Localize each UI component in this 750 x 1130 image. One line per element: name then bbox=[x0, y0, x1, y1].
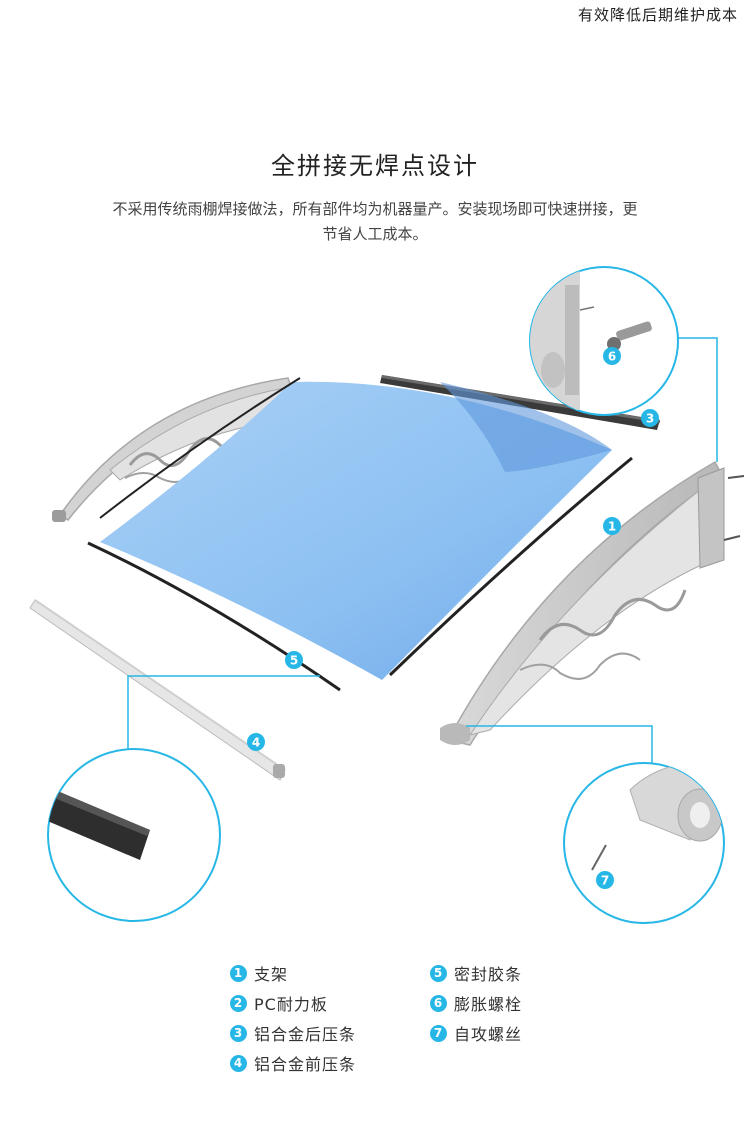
svg-text:6: 6 bbox=[608, 350, 616, 364]
legend-label: 支架 bbox=[254, 965, 289, 984]
legend-item-seal-strip: 5 密封胶条 bbox=[430, 961, 522, 985]
legend-badge: 2 bbox=[230, 994, 247, 1012]
zoom-circle-self-tapping-screw bbox=[563, 762, 725, 924]
legend-label: 密封胶条 bbox=[454, 965, 523, 984]
legend-item-bracket: 1 支架 bbox=[230, 961, 288, 985]
legend-item-self-tapping-screw: 7 自攻螺丝 bbox=[430, 1021, 522, 1045]
zoom-circle-front-rail bbox=[47, 748, 221, 922]
legend-label: 铝合金后压条 bbox=[254, 1025, 357, 1044]
zoom-circle-expansion-bolt bbox=[529, 266, 679, 416]
legend-badge: 7 bbox=[430, 1024, 447, 1042]
legend-badge: 6 bbox=[430, 994, 447, 1012]
right-bracket bbox=[440, 460, 745, 746]
legend-item-back-rail: 3 铝合金后压条 bbox=[230, 1021, 356, 1045]
legend-label: 膨胀螺栓 bbox=[454, 995, 523, 1014]
legend-badge: 4 bbox=[230, 1054, 247, 1072]
svg-text:4: 4 bbox=[252, 736, 260, 750]
legend-label: 铝合金前压条 bbox=[254, 1055, 357, 1074]
front-rail bbox=[29, 599, 286, 781]
legend-item-expansion-bolt: 6 膨胀螺栓 bbox=[430, 991, 522, 1015]
callout-badge-6: 6 bbox=[603, 347, 621, 365]
seal-strips bbox=[87, 377, 633, 692]
legend-badge: 1 bbox=[230, 964, 247, 982]
legend-item-front-rail: 4 铝合金前压条 bbox=[230, 1051, 356, 1075]
svg-text:1: 1 bbox=[608, 520, 616, 534]
callout-badge-5: 5 bbox=[285, 651, 303, 669]
legend-badge: 3 bbox=[230, 1024, 247, 1042]
pc-panel bbox=[100, 381, 612, 680]
section-description: 不采用传统雨棚焊接做法，所有部件均为机器量产。安装现场即可快速拼接，更节省人工成… bbox=[112, 200, 638, 243]
legend-badge: 5 bbox=[430, 964, 447, 982]
svg-text:7: 7 bbox=[601, 874, 609, 888]
legend-label: PC耐力板 bbox=[254, 995, 328, 1014]
svg-text:3: 3 bbox=[646, 412, 654, 426]
svg-text:5: 5 bbox=[290, 654, 298, 668]
callout-badge-3: 3 bbox=[641, 409, 659, 427]
callout-badge-4: 4 bbox=[247, 733, 265, 751]
callout-badge-1: 1 bbox=[603, 517, 621, 535]
header-tagline: 有效降低后期维护成本 bbox=[577, 6, 738, 24]
section-title: 全拼接无焊点设计 bbox=[271, 152, 479, 180]
callout-lines bbox=[127, 337, 718, 765]
callout-badge-7: 7 bbox=[596, 871, 614, 889]
legend-label: 自攻螺丝 bbox=[454, 1025, 523, 1044]
legend-item-pc-panel: 2 PC耐力板 bbox=[230, 991, 328, 1015]
